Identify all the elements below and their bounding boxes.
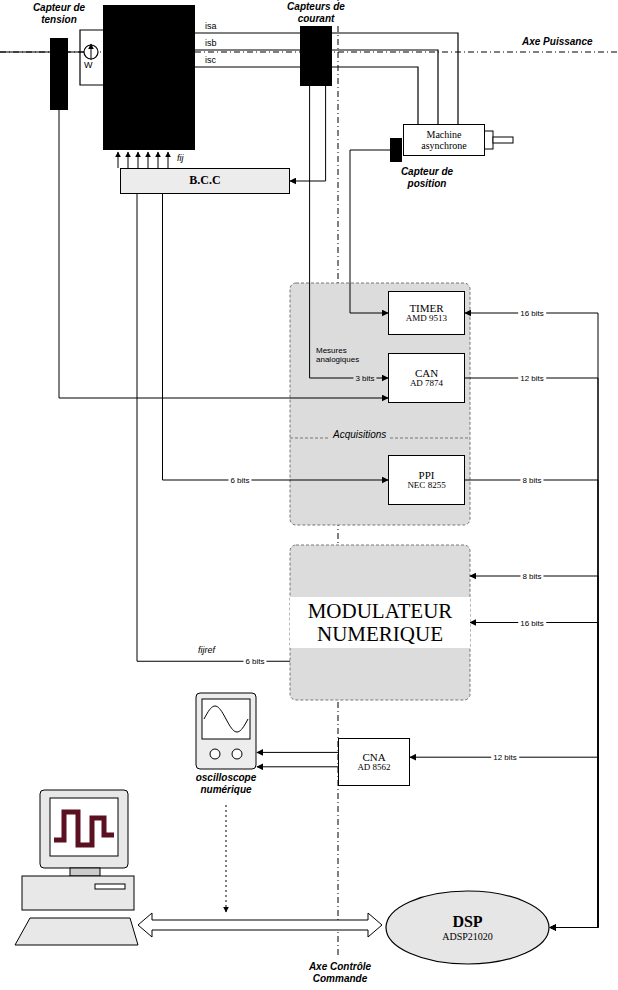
- timer-chip: TIMERAMD 9513: [388, 291, 465, 335]
- current-name: isc: [205, 55, 216, 65]
- sine-trace: [204, 706, 248, 732]
- signal-connector: [290, 86, 326, 181]
- signal-connector: [470, 623, 598, 928]
- command-arrow: [118, 152, 119, 168]
- signal-name: fij: [177, 153, 184, 163]
- dc-bus-wire: [80, 30, 103, 85]
- node-title: CAN: [415, 367, 438, 379]
- signal-name: fijref: [196, 645, 217, 655]
- switch-commands: [118, 152, 168, 168]
- phase-wire: [332, 33, 458, 124]
- source-symbol: [84, 45, 98, 59]
- node-title: TIMER: [409, 302, 443, 314]
- phase-wire: [332, 50, 438, 124]
- bus-width: 3 bits: [353, 374, 376, 383]
- signal-connector: [465, 313, 598, 928]
- induction-machine: Machine asynchrone: [403, 124, 485, 156]
- monitor-stand: [70, 868, 100, 876]
- node-title: Acquisitions: [330, 429, 389, 441]
- dsp-ellipse: [386, 891, 549, 964]
- node-title: Capteur de tension: [19, 2, 99, 25]
- position-sensor: Capteur de position: [390, 138, 402, 162]
- node-subtitle: ADSP21020: [442, 931, 493, 943]
- signal-connector: [470, 576, 598, 928]
- scope-case: [196, 693, 256, 769]
- signal-connector: [310, 86, 388, 378]
- node-title: Machine asynchrone: [408, 129, 480, 151]
- screen-waveform: [54, 812, 114, 845]
- phase-wire: [332, 67, 418, 124]
- node-title: CNA: [362, 751, 385, 763]
- scope-knob: [232, 749, 242, 759]
- keyboard: [15, 918, 138, 945]
- signal-connector: [137, 194, 290, 661]
- control-block: B.C.C: [120, 168, 290, 194]
- ppi-chip: PPINEC 8255: [388, 455, 465, 505]
- adc-chip: CANAD 7874: [388, 353, 465, 403]
- disk-drive: [95, 884, 125, 889]
- command-arrow: [138, 152, 139, 168]
- signal-connector: [465, 480, 598, 928]
- bus-width: 6 bits: [243, 657, 266, 666]
- monitor: [40, 790, 128, 868]
- signal-connector: [257, 752, 338, 753]
- node-title: Capteur de position: [382, 166, 472, 189]
- computer-icon: [15, 790, 138, 945]
- command-arrow: [148, 152, 149, 168]
- acquisition-panel: Acquisitions TIMERAMD 9513CANAD 7874PPINE…: [290, 283, 470, 525]
- node-subtitle: NEC 8255: [407, 481, 445, 491]
- bus-width: 12 bits: [518, 374, 546, 383]
- current-name: isa: [205, 21, 217, 31]
- bus-width: 16 bits: [518, 618, 546, 627]
- phase-wire: [195, 49, 300, 50]
- signal-note: Mesures analogiques: [314, 346, 378, 364]
- current-name: isb: [205, 38, 217, 48]
- scope-link: [226, 805, 227, 912]
- source-name: W: [84, 60, 93, 70]
- node-subtitle: AMD 9513: [406, 314, 447, 324]
- modulator-panel: [290, 545, 470, 700]
- signal-connector: [59, 110, 388, 398]
- current-sensor: Capteurs de courant: [300, 26, 332, 86]
- oscilloscope-icon: [195, 692, 257, 770]
- dac-chip: CNAAD 8562: [338, 738, 410, 786]
- monitor-screen: [50, 798, 118, 856]
- scope-knob: [210, 749, 220, 759]
- node-subtitle: AD 8562: [357, 763, 390, 773]
- axis-label: Axe Contrôle Commande: [293, 961, 387, 984]
- oscilloscope: oscilloscope numérique: [195, 692, 257, 770]
- signal-connector: [257, 766, 338, 767]
- node-subtitle: AD 7874: [410, 379, 443, 389]
- machine-shaft: [493, 137, 513, 143]
- signal-connector: [465, 378, 598, 928]
- pc-link-arrow: [138, 913, 382, 937]
- phase-wire: [195, 32, 300, 33]
- node-title: oscilloscope numérique: [181, 772, 271, 795]
- supply-wire: [0, 51, 84, 52]
- acquisition-panel: [290, 283, 470, 525]
- bus-width: 8 bits: [520, 572, 543, 581]
- command-arrow: [128, 152, 129, 168]
- bus-width: 12 bits: [491, 753, 519, 762]
- pc-case: [22, 876, 134, 910]
- dsp-processor: DSPADSP21020: [385, 890, 550, 965]
- converter-block: [103, 5, 195, 150]
- voltage-sensor: Capteur de tension: [50, 38, 68, 110]
- node-title: DSP: [452, 913, 482, 931]
- bus-width: 8 bits: [520, 476, 543, 485]
- command-arrow: [168, 152, 169, 168]
- phase-wire: [195, 66, 300, 67]
- bus-width: 6 bits: [228, 476, 251, 485]
- bus-width: 16 bits: [518, 309, 546, 318]
- node-title: PPI: [419, 469, 435, 481]
- node-title: Capteurs de courant: [276, 1, 356, 24]
- node-title: MODULATEUR NUMERIQUE: [290, 597, 470, 647]
- node-title: B.C.C: [189, 174, 220, 187]
- scope-screen: [202, 699, 250, 739]
- axis-label: Axe Puissance: [520, 36, 595, 48]
- source-arrow: [91, 44, 92, 60]
- digital-modulator: MODULATEUR NUMERIQUE: [290, 545, 470, 700]
- command-arrow: [158, 152, 159, 168]
